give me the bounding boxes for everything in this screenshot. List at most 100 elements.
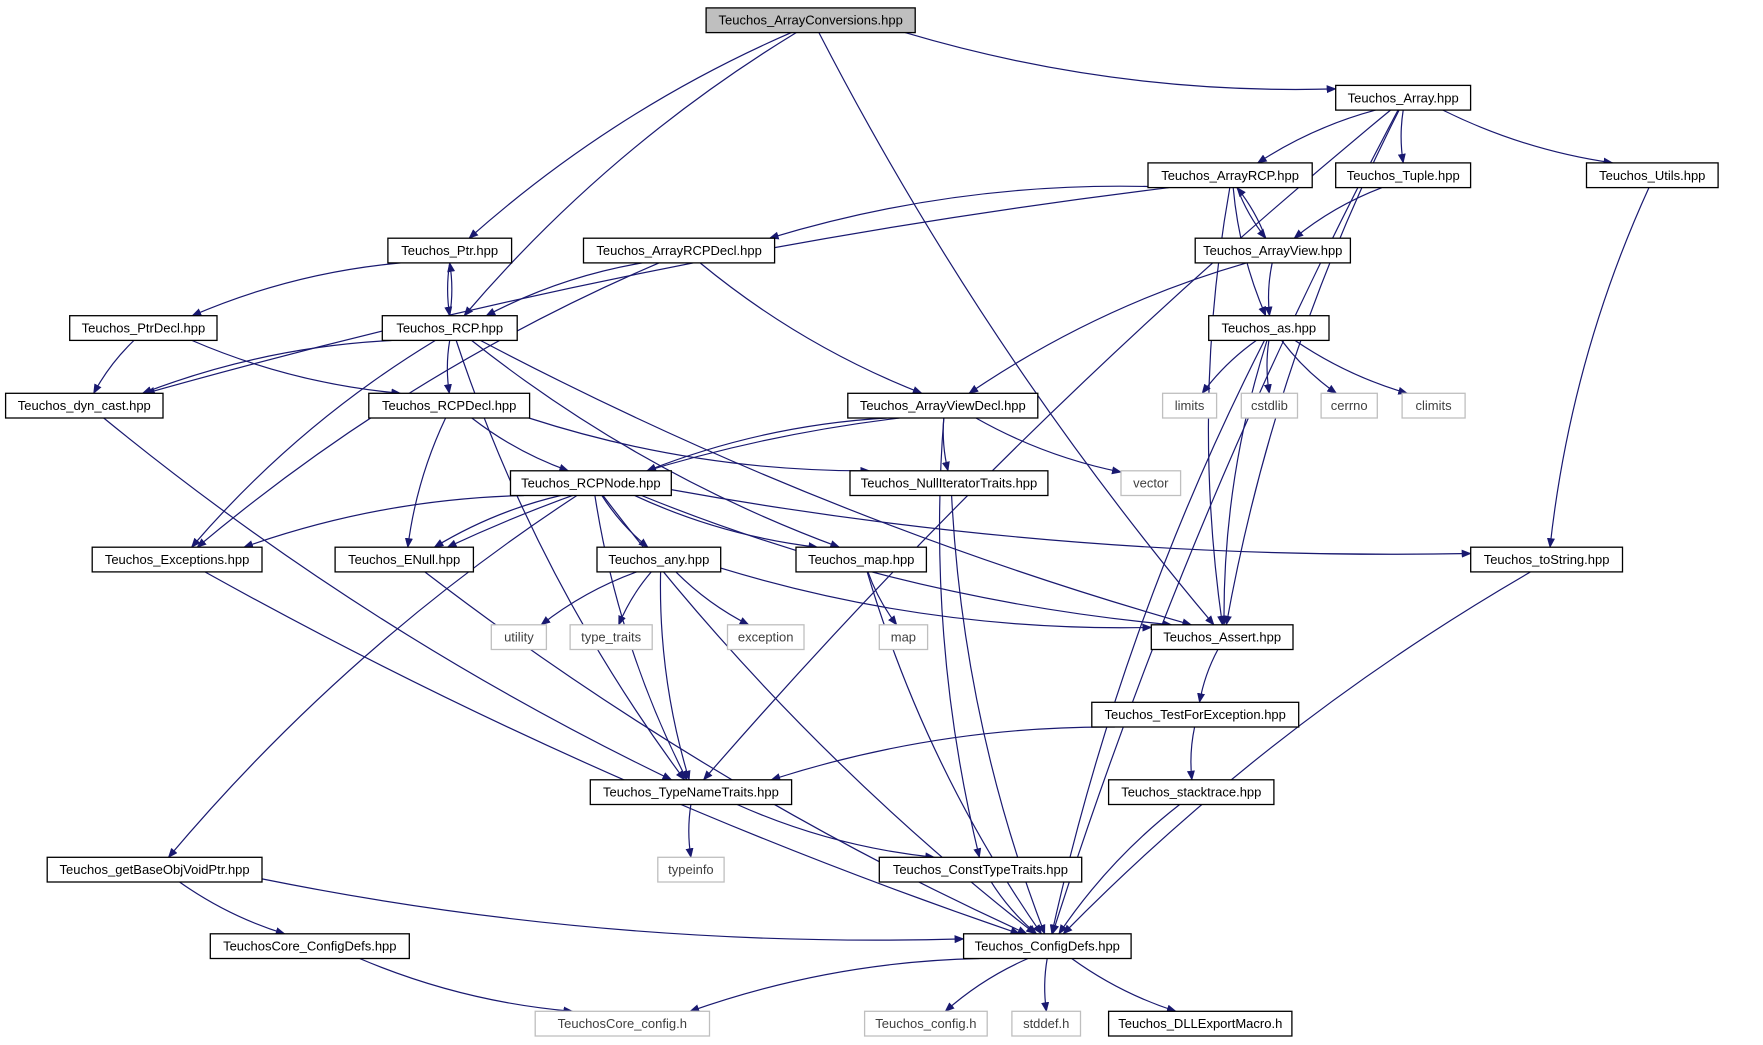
node-box xyxy=(596,546,722,573)
node-label: Teuchos_config.h xyxy=(875,1016,976,1031)
node-box xyxy=(1470,546,1624,573)
edge-array_rcp_decl-to-rcp xyxy=(485,262,643,317)
node-box xyxy=(705,7,916,34)
node-box xyxy=(878,856,1083,883)
edge-type_name_traits-to-typeinfo xyxy=(685,804,694,859)
edge-rcp-to-assert xyxy=(480,339,1193,627)
node-config-defs[interactable]: Teuchos_ConfigDefs.hpp xyxy=(962,933,1132,960)
edge-get_base_obj_void_ptr-to-core_config_defs xyxy=(179,881,286,935)
node-tuple[interactable]: Teuchos_Tuple.hpp xyxy=(1335,162,1472,189)
node-array-rcp[interactable]: Teuchos_ArrayRCP.hpp xyxy=(1147,162,1313,189)
node-box xyxy=(209,933,410,960)
node-type-name-traits[interactable]: Teuchos_TypeNameTraits.hpp xyxy=(589,779,793,806)
edge-rcp_node-to-get_base_obj_void_ptr xyxy=(167,494,578,859)
node-label: Teuchos_Ptr.hpp xyxy=(401,243,498,258)
node-rcp-node[interactable]: Teuchos_RCPNode.hpp xyxy=(509,470,672,497)
edge-test_for_exception-to-type_name_traits xyxy=(770,726,1115,781)
node-utils[interactable]: Teuchos_Utils.hpp xyxy=(1585,162,1719,189)
node-box xyxy=(69,315,218,342)
edge-dyn_cast-to-type_name_traits xyxy=(103,417,673,781)
node-box xyxy=(1107,1010,1293,1037)
node-box xyxy=(1320,392,1378,419)
node-label: Teuchos_toString.hpp xyxy=(1484,552,1610,567)
edge-as-to-cstdlib xyxy=(1263,340,1272,395)
edge-array-to-tuple xyxy=(1397,110,1406,164)
node-rcp-decl[interactable]: Teuchos_RCPDecl.hpp xyxy=(368,392,531,419)
node-dll-export[interactable]: Teuchos_DLLExportMacro.h xyxy=(1107,1010,1293,1037)
node-box xyxy=(582,237,776,264)
edge-array_conversions-to-rcp xyxy=(463,32,797,317)
edge-array_view_decl-to-null_iterator_traits xyxy=(941,417,950,472)
node-enull[interactable]: Teuchos_ENull.hpp xyxy=(334,546,475,573)
edge-array_view-to-array_rcp xyxy=(1236,186,1267,239)
node-box xyxy=(1120,470,1182,497)
edge-rcp_node-to-assert xyxy=(641,494,1173,628)
edge-array-to-array_rcp xyxy=(1256,109,1376,164)
node-utility: utility xyxy=(490,624,548,651)
node-box xyxy=(1401,392,1466,419)
node-any[interactable]: Teuchos_any.hpp xyxy=(596,546,722,573)
node-dyn-cast[interactable]: Teuchos_dyn_cast.hpp xyxy=(4,392,164,419)
node-array-rcp-decl[interactable]: Teuchos_ArrayRCPDecl.hpp xyxy=(582,237,776,264)
node-as[interactable]: Teuchos_as.hpp xyxy=(1208,315,1330,342)
node-label: Teuchos_ENull.hpp xyxy=(348,552,460,567)
edge-rcp_decl-to-rcp_node xyxy=(471,417,570,472)
node-null-iterator-traits[interactable]: Teuchos_NullIteratorTraits.hpp xyxy=(849,470,1049,497)
nodes-layer: Teuchos_ArrayConversions.hppTeuchos_Arra… xyxy=(4,7,1719,1037)
node-label: Teuchos_ArrayConversions.hpp xyxy=(719,13,903,28)
edge-any-to-type_name_traits xyxy=(659,571,691,781)
node-test-for-exception[interactable]: Teuchos_TestForException.hpp xyxy=(1091,701,1300,728)
node-ptr-decl[interactable]: Teuchos_PtrDecl.hpp xyxy=(69,315,218,342)
node-label: Teuchos_RCPDecl.hpp xyxy=(382,398,516,413)
node-ptr[interactable]: Teuchos_Ptr.hpp xyxy=(387,237,513,264)
node-box xyxy=(962,933,1132,960)
node-array-view[interactable]: Teuchos_ArrayView.hpp xyxy=(1194,237,1352,264)
edge-array_view_decl-to-rcp_node xyxy=(646,417,887,472)
node-box xyxy=(1107,779,1275,806)
edge-const_type_traits-to-config_defs xyxy=(990,881,1038,935)
edge-array_rcp-to-array_view xyxy=(1236,187,1267,239)
edge-exceptions-to-config_defs xyxy=(204,571,1021,935)
node-box xyxy=(46,856,263,883)
edge-ptr_decl-to-rcp_decl xyxy=(191,339,402,397)
node-label: Teuchos_RCP.hpp xyxy=(396,321,503,336)
node-box xyxy=(368,392,531,419)
node-box xyxy=(657,856,725,883)
node-box xyxy=(381,315,518,342)
node-box xyxy=(849,470,1049,497)
node-const-type-traits[interactable]: Teuchos_ConstTypeTraits.hpp xyxy=(878,856,1083,883)
node-label: Teuchos_Exceptions.hpp xyxy=(105,552,250,567)
node-core-config-defs[interactable]: TeuchosCore_ConfigDefs.hpp xyxy=(209,933,410,960)
node-label: TeuchosCore_config.h xyxy=(558,1016,687,1031)
edge-array_rcp-to-dyn_cast xyxy=(144,187,1169,395)
node-box xyxy=(847,392,1039,419)
edge-array_conversions-to-assert xyxy=(818,32,1215,626)
node-array-view-decl[interactable]: Teuchos_ArrayViewDecl.hpp xyxy=(847,392,1039,419)
node-exceptions[interactable]: Teuchos_Exceptions.hpp xyxy=(91,546,263,573)
node-label: Teuchos_ConfigDefs.hpp xyxy=(975,939,1120,954)
node-config-h: Teuchos_config.h xyxy=(863,1010,988,1037)
node-box xyxy=(1150,624,1294,651)
node-label: Teuchos_Array.hpp xyxy=(1348,90,1459,105)
node-rcp[interactable]: Teuchos_RCP.hpp xyxy=(381,315,518,342)
edge-type_name_traits-to-const_type_traits xyxy=(736,803,936,861)
edge-get_base_obj_void_ptr-to-config_defs xyxy=(261,878,965,944)
node-array[interactable]: Teuchos_Array.hpp xyxy=(1335,84,1472,111)
edge-config_defs-to-dll_export xyxy=(1071,958,1177,1013)
node-label: Teuchos_TestForException.hpp xyxy=(1105,707,1286,722)
node-label: Teuchos_as.hpp xyxy=(1221,321,1316,336)
node-box xyxy=(1194,237,1352,264)
edge-rcp_node-to-map_hpp xyxy=(634,494,819,551)
node-array-conversions[interactable]: Teuchos_ArrayConversions.hpp xyxy=(705,7,916,34)
node-assert[interactable]: Teuchos_Assert.hpp xyxy=(1150,624,1294,651)
node-box xyxy=(1335,84,1472,111)
node-get-base-obj-void-ptr[interactable]: Teuchos_getBaseObjVoidPtr.hpp xyxy=(46,856,263,883)
edge-tuple-to-array_view xyxy=(1293,187,1383,239)
node-stacktrace[interactable]: Teuchos_stacktrace.hpp xyxy=(1107,779,1275,806)
node-to-string[interactable]: Teuchos_toString.hpp xyxy=(1470,546,1624,573)
node-label: Teuchos_ArrayViewDecl.hpp xyxy=(860,398,1026,413)
node-box xyxy=(1147,162,1313,189)
edge-map_hpp-to-map xyxy=(867,571,898,626)
node-limits: limits xyxy=(1161,392,1218,419)
node-map-hpp[interactable]: Teuchos_map.hpp xyxy=(795,546,928,573)
